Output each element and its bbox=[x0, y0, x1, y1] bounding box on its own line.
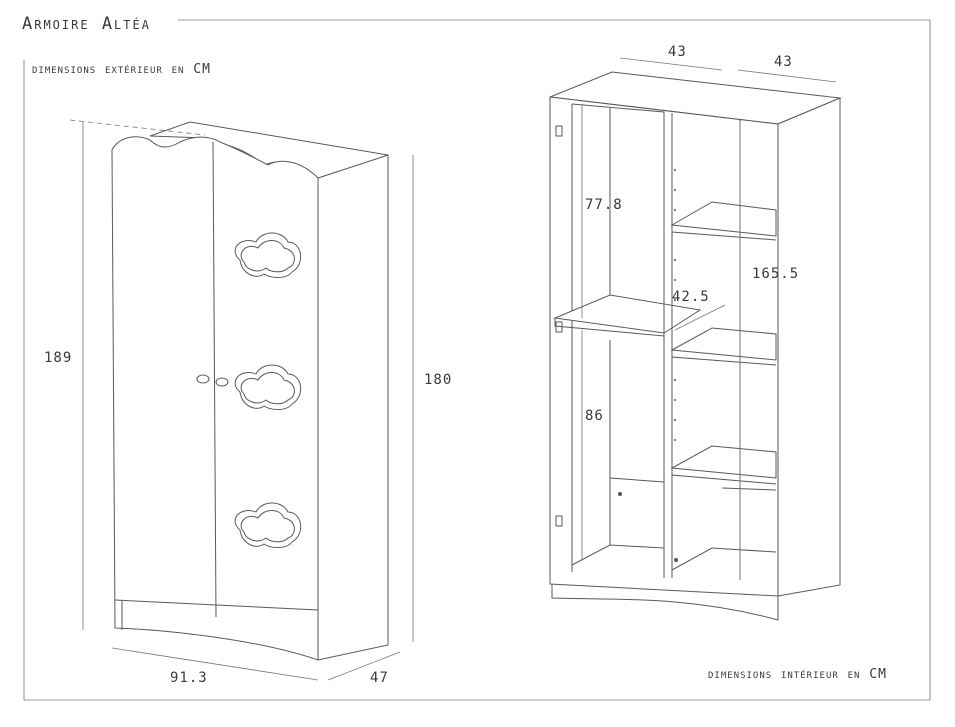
wardrobe-exterior bbox=[111, 121, 389, 661]
dim-top-width-left: 43 bbox=[668, 44, 687, 60]
dim-upper-left-height: 77.8 bbox=[585, 197, 623, 213]
drawing-title: Armoire Altéa bbox=[22, 14, 151, 34]
exterior-caption: dimensions extérieur en CM bbox=[32, 62, 211, 77]
dim-right-height: 165.5 bbox=[752, 266, 800, 282]
dim-top-width-right: 43 bbox=[774, 54, 793, 70]
page-frame bbox=[23, 19, 931, 701]
dim-height-body: 180 bbox=[424, 372, 453, 388]
interior-dimension-lines bbox=[581, 57, 837, 580]
interior-caption: dimensions intérieur en CM bbox=[708, 667, 887, 682]
dim-width: 91.3 bbox=[170, 670, 208, 686]
shelf-pin-holes bbox=[618, 169, 678, 562]
dim-height-total: 189 bbox=[44, 350, 73, 366]
exterior-dimension-lines bbox=[69, 119, 414, 681]
wardrobe-interior bbox=[549, 71, 842, 621]
dim-lower-left-height: 86 bbox=[585, 408, 604, 424]
dim-depth: 47 bbox=[370, 670, 389, 686]
dim-shelf-depth: 42.5 bbox=[672, 289, 710, 305]
